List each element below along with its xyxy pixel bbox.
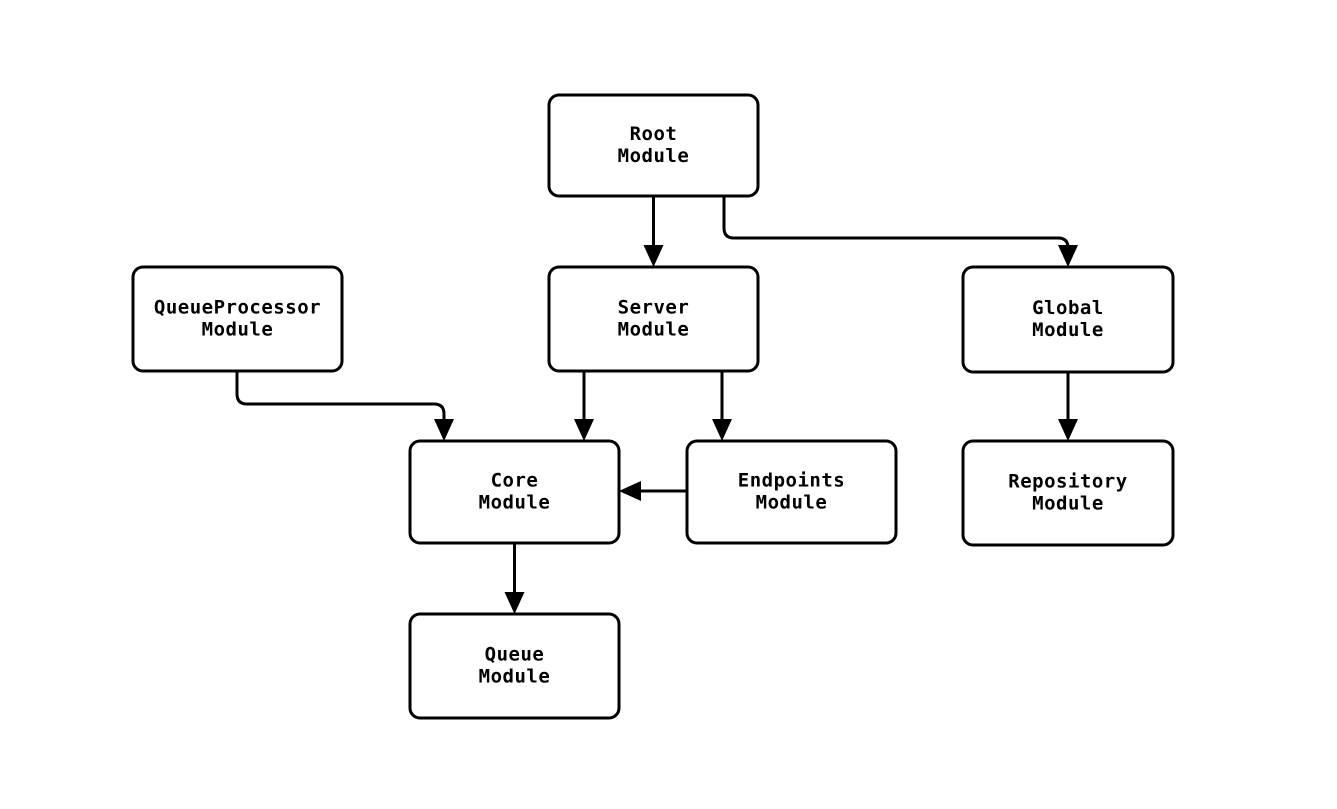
edge-core-to-queue — [504, 543, 525, 614]
global-module-node-box[interactable] — [961, 265, 1175, 374]
global-module-node-label-line1: Global — [1032, 297, 1104, 319]
queueprocessor-module-node-label-line2: Module — [202, 319, 274, 341]
server-module-node-box[interactable] — [547, 265, 760, 373]
queueprocessor-module-node-label-line1: QueueProcessor — [154, 297, 321, 319]
queue-module-node-label-line1: Queue — [485, 644, 545, 666]
edge-root-to-server — [643, 196, 664, 267]
edge-global-to-repository — [1058, 372, 1078, 441]
root-module-node-label-line1: Root — [630, 123, 678, 145]
edge-server-to-endpoints — [712, 371, 732, 441]
nodes-layer: RootModuleQueueProcessorModuleServerModu… — [131, 93, 1175, 720]
core-module-node-label-line1: Core — [491, 470, 539, 492]
core-module-node-label-line2: Module — [479, 492, 551, 514]
root-module-node-label-line2: Module — [618, 145, 690, 167]
core-module-node-box[interactable] — [408, 439, 621, 545]
endpoints-module-node-label-line1: Endpoints — [738, 470, 845, 492]
endpoints-module-node-label-line2: Module — [756, 492, 828, 514]
global-module-node-label-line2: Module — [1032, 319, 1104, 341]
edge-root-to-server-arrowhead-icon — [643, 245, 664, 267]
root-module-node-box[interactable] — [547, 93, 760, 198]
edge-queueprocessor-to-core-arrowhead-icon — [434, 419, 454, 441]
edge-root-to-global-line — [722, 196, 1070, 250]
edge-server-to-core — [574, 371, 594, 441]
edges-layer — [235, 196, 1078, 614]
edge-queueprocessor-to-core-line — [235, 371, 446, 419]
endpoints-module-node-box[interactable] — [685, 439, 898, 545]
repository-module-node-label-line1: Repository — [1008, 471, 1127, 493]
edge-global-to-repository-arrowhead-icon — [1058, 419, 1078, 441]
repository-module-node-box[interactable] — [961, 439, 1175, 547]
edge-core-to-queue-arrowhead-icon — [504, 592, 525, 614]
edge-server-to-core-arrowhead-icon — [574, 419, 594, 441]
edge-server-to-endpoints-arrowhead-icon — [712, 419, 732, 441]
queue-module-node-label-line2: Module — [479, 666, 551, 688]
edge-endpoints-to-core — [619, 481, 687, 501]
repository-module-node-label-line2: Module — [1032, 493, 1104, 515]
queue-module-node-box[interactable] — [408, 612, 621, 720]
edge-root-to-global-arrowhead-icon — [1058, 245, 1078, 267]
edge-root-to-global — [722, 196, 1078, 267]
edge-endpoints-to-core-arrowhead-icon — [619, 481, 641, 501]
edge-queueprocessor-to-core — [235, 371, 454, 441]
queueprocessor-module-node-box[interactable] — [131, 265, 344, 373]
server-module-node-label-line2: Module — [618, 319, 690, 341]
server-module-node-label-line1: Server — [618, 297, 690, 319]
